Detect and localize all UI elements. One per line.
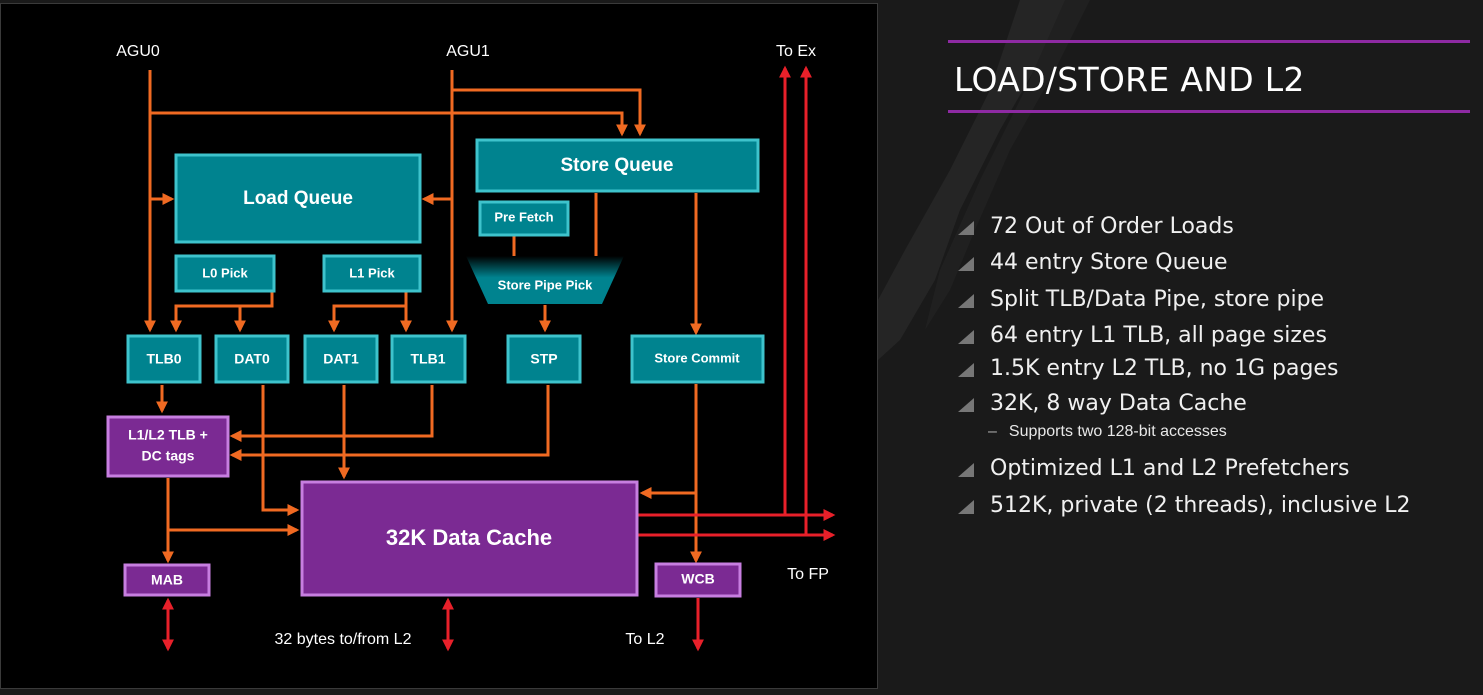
pre-fetch-box: Pre Fetch bbox=[478, 200, 570, 237]
stp-label: STP bbox=[530, 351, 557, 367]
dat0-box: DAT0 bbox=[214, 334, 290, 384]
arrow-stp-to-l1l2-tlb bbox=[229, 385, 550, 461]
arrow-agu0-to-store-queue bbox=[150, 111, 628, 137]
load-queue-box: Load Queue bbox=[174, 153, 422, 244]
mab-label: MAB bbox=[151, 572, 183, 588]
store-pipe-pick-label: Store Pipe Pick bbox=[498, 277, 593, 292]
pre-fetch-label: Pre Fetch bbox=[494, 209, 553, 224]
store-pipe-pick-box: Store Pipe Pick bbox=[466, 256, 624, 304]
dat0-label: DAT0 bbox=[234, 351, 270, 367]
data-cache-label: 32K Data Cache bbox=[386, 525, 552, 550]
data-cache-box: 32K Data Cache bbox=[300, 480, 639, 597]
agu1-label: AGU1 bbox=[446, 43, 490, 60]
bullet-triangle-icon bbox=[958, 294, 974, 308]
arrow-tlb1-to-l1l2-tlb bbox=[229, 385, 434, 442]
bullet-triangle-icon bbox=[958, 221, 974, 235]
arrow-l0pick-to-tlb0 bbox=[170, 292, 274, 333]
arrow-agu1-to-store-queue bbox=[452, 88, 646, 137]
l1l2-tlb-label-line2: DC tags bbox=[142, 448, 195, 464]
load-queue-label: Load Queue bbox=[243, 188, 353, 209]
bullet-triangle-icon bbox=[958, 257, 974, 271]
wcb-box: WCB bbox=[654, 562, 742, 598]
store-queue-box: Store Queue bbox=[475, 138, 760, 193]
store-commit-box: Store Commit bbox=[630, 334, 765, 384]
stp-box: STP bbox=[506, 334, 582, 384]
slide-text-panel: LOAD/STORE AND L2 72 Out of Order Loads … bbox=[948, 40, 1470, 518]
slide-title: LOAD/STORE AND L2 bbox=[954, 60, 1305, 99]
sub-bullet-item: –Supports two 128-bit accesses bbox=[988, 423, 1227, 440]
agu0-label: AGU0 bbox=[116, 43, 160, 60]
mab-box: MAB bbox=[123, 563, 211, 597]
bullet-triangle-icon bbox=[958, 398, 974, 412]
dat1-label: DAT1 bbox=[323, 351, 359, 367]
arrow-dat0-to-data-cache bbox=[261, 385, 300, 516]
store-queue-label: Store Queue bbox=[561, 155, 674, 176]
sub-bullet-dash-icon: – bbox=[988, 423, 997, 440]
bytes-to-from-l2-label: 32 bytes to/from L2 bbox=[275, 631, 412, 648]
to-l2-label: To L2 bbox=[625, 631, 664, 648]
l1-pick-label: L1 Pick bbox=[349, 265, 395, 280]
store-commit-label: Store Commit bbox=[654, 350, 740, 365]
bullet-triangle-icon bbox=[958, 363, 974, 377]
l1l2-tlb-dc-tags-box: L1/L2 TLB + DC tags bbox=[106, 415, 230, 478]
to-fp-label: To FP bbox=[787, 566, 829, 583]
load-store-block-diagram: AGU0 AGU1 To Ex To FP To L2 32 bytes to/… bbox=[106, 43, 836, 652]
l0-pick-label: L0 Pick bbox=[202, 265, 248, 280]
title-rule-top bbox=[948, 40, 1470, 43]
bullet-triangle-icon bbox=[958, 500, 974, 514]
l0-pick-box: L0 Pick bbox=[174, 254, 276, 293]
bullet-triangle-icon bbox=[958, 463, 974, 477]
arrow-l1pick-to-dat1 bbox=[328, 292, 408, 333]
title-rule-bottom bbox=[948, 110, 1470, 113]
tlb1-box: TLB1 bbox=[390, 334, 467, 384]
tlb1-label: TLB1 bbox=[411, 351, 446, 367]
orange-arrows bbox=[144, 70, 702, 564]
to-ex-label: To Ex bbox=[776, 43, 816, 60]
l1l2-tlb-label-line1: L1/L2 TLB + bbox=[128, 427, 208, 443]
bullet-triangle-icon bbox=[958, 330, 974, 344]
l1-pick-box: L1 Pick bbox=[322, 254, 422, 293]
dat1-box: DAT1 bbox=[303, 334, 379, 384]
wcb-label: WCB bbox=[681, 571, 714, 587]
red-arrows bbox=[162, 65, 836, 652]
tlb0-label: TLB0 bbox=[147, 351, 182, 367]
tlb0-box: TLB0 bbox=[126, 334, 202, 384]
